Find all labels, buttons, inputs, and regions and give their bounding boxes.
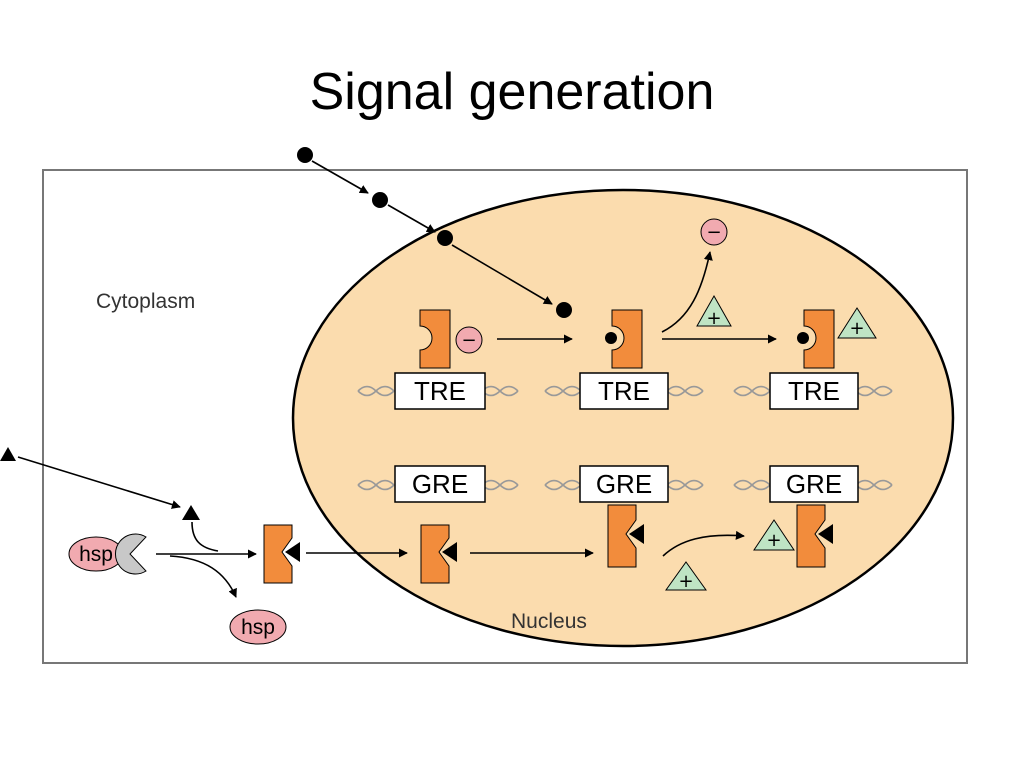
tre-box [769,372,859,410]
svg-text:−: − [706,222,721,243]
hsp-label: hsp [79,543,113,566]
nucleus-label: Nucleus [511,610,587,633]
svg-text:+: + [678,571,693,592]
minus-sign: − [461,330,476,351]
coactivator: + [696,294,732,329]
gre-label: GRE [412,469,468,499]
steroid-ligand [182,505,200,520]
hsp-complex: hsp [68,533,147,575]
steroid-ligand [0,447,16,461]
svg-text:+: + [849,318,864,339]
gre-box [394,465,486,503]
svg-text:+: + [706,308,721,329]
ligand-dot [437,230,453,246]
svg-text:hsp: hsp [241,616,275,639]
coactivator: + [665,561,707,592]
thyroid-receptor-bound [605,309,643,369]
gre-box [769,465,859,503]
cytoplasm-label: Cytoplasm [96,290,195,313]
glucocorticoid-receptor [420,524,457,584]
tre-label: TRE [414,376,466,406]
glucocorticoid-receptor-active: + [753,504,833,568]
thyroid-receptor-active: + [797,307,877,369]
thyroid-receptor-unbound: − [419,309,483,369]
ligand-dot [372,192,388,208]
slide-title: Signal generation [309,63,715,121]
released-hsp: hsp [229,609,287,645]
ligand-dot [297,147,313,163]
tre-box [394,372,486,410]
glucocorticoid-pathway: hsp hsp + [0,447,893,645]
released-corepressor: − [700,218,728,246]
gre-label: GRE [596,469,652,499]
corepressor [455,326,483,354]
gre-box [579,465,669,503]
tre-label: TRE [788,376,840,406]
ligand-dot [556,302,572,318]
glucocorticoid-receptor [263,524,300,584]
tre-label: TRE [598,376,650,406]
svg-text:+: + [766,530,781,551]
nucleus [291,188,955,648]
gre-label: GRE [786,469,842,499]
thyroid-hormone-pathway: − − + + TRE TRE [297,147,893,410]
glucocorticoid-receptor-on-gre [607,504,644,568]
tre-box [579,372,669,410]
